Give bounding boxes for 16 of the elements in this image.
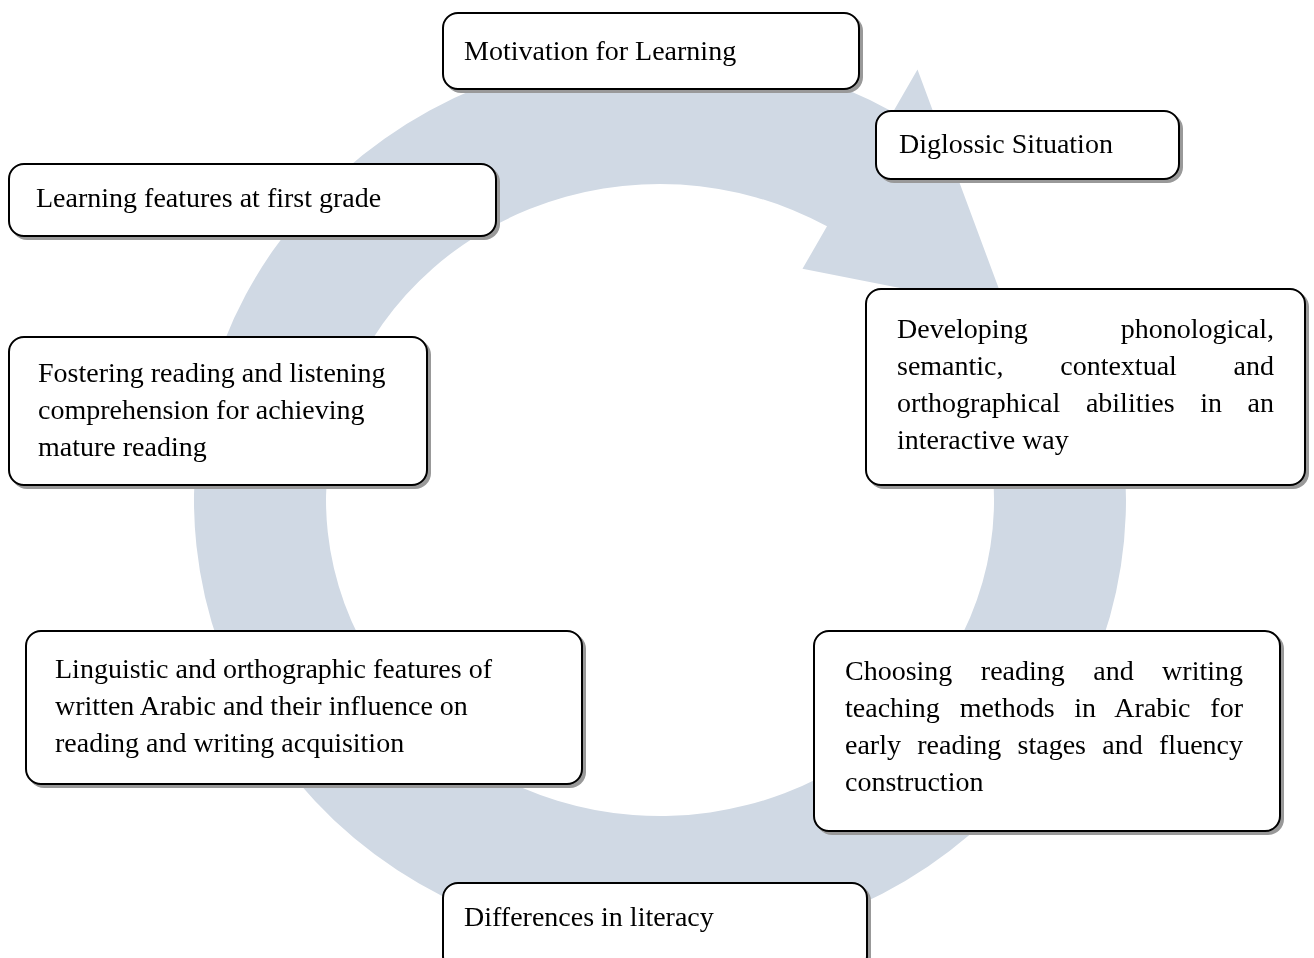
text-box <box>8 336 428 486</box>
text-box <box>25 630 583 785</box>
text-box <box>875 110 1180 180</box>
text-box <box>442 882 868 958</box>
box-text: Motivation for Learning <box>464 34 738 68</box>
box-text: Diglossic Situation <box>899 127 1114 161</box>
box-text: Learning features at first grade <box>36 181 383 215</box>
box-text: Fostering reading and listening comprehension for achieving mature reading <box>38 356 387 464</box>
text-box <box>442 12 860 90</box>
text-box <box>865 288 1306 486</box>
box-text: Developing phonological, semantic, contextual and orthographical abilities in an interactive way <box>897 312 1274 457</box>
box-text: Differences in literacy <box>464 900 715 934</box>
box-text: Choosing reading and writing teaching methods in Arabic for early reading stages and fluency construction <box>845 654 1243 799</box>
text-box <box>813 630 1281 832</box>
text-box <box>8 163 497 237</box>
box-text: Linguistic and orthographic features of written Arabic and their influence on reading and writing acquisition <box>55 652 493 760</box>
